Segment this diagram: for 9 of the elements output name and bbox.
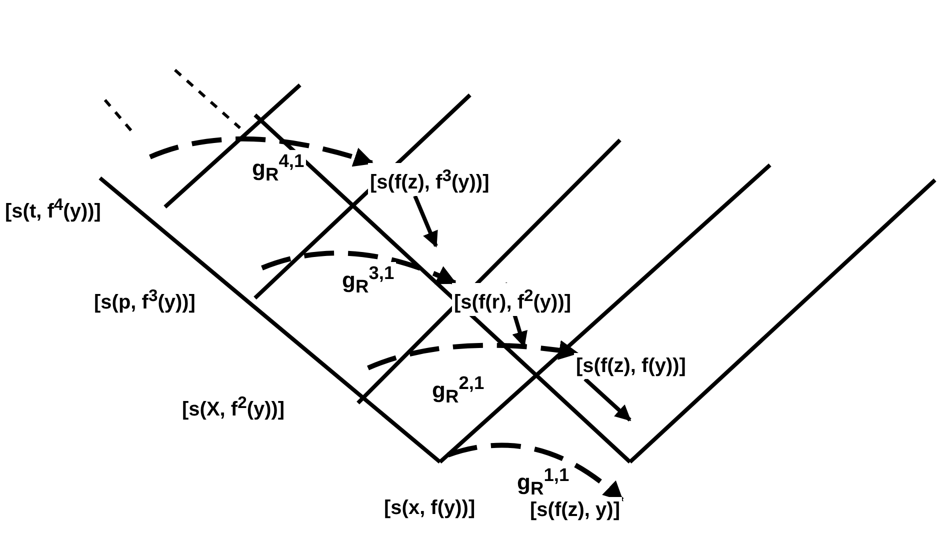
term-label: [s(f(z), f(y))]: [574, 353, 688, 379]
arrow: [413, 195, 438, 248]
dashed-arrow: [447, 442, 624, 502]
term-label: [s(f(z), f$^{3}$(y))]: [368, 163, 492, 196]
arrow: [584, 378, 632, 422]
term-label: [s(f(z), y)]: [528, 497, 622, 523]
dashed-arrow: [261, 250, 457, 286]
dashed-arrow: [367, 340, 579, 370]
dashed-arrow: [149, 136, 374, 168]
